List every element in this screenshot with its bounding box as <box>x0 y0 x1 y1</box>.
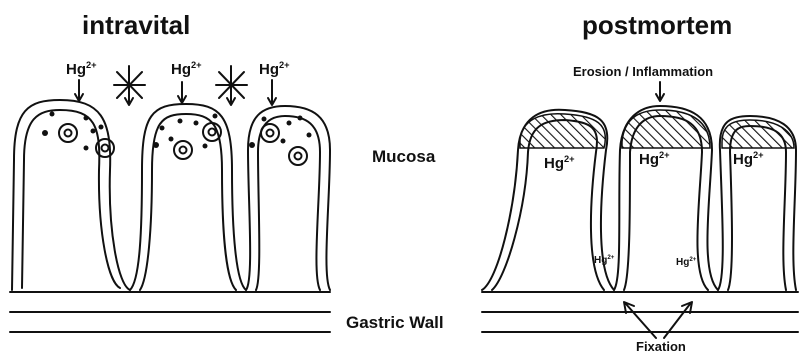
cell-nucleus <box>174 141 192 159</box>
cell-nucleus <box>59 124 77 142</box>
hg-ion-label: Hg2+ <box>733 152 764 167</box>
hg-ion-label: Hg2+ <box>259 62 290 77</box>
title-postmortem: postmortem <box>582 12 732 38</box>
hg-ion-label: Hg2+ <box>544 156 575 171</box>
hg-ion-label: Hg2+ <box>66 62 97 77</box>
hg-ion-label: Hg2+ <box>639 152 670 167</box>
villus-outline-2-inner <box>140 114 236 290</box>
label-erosion-inflammation: Erosion / Inflammation <box>573 65 713 78</box>
label-fixation: Fixation <box>636 340 686 353</box>
cell-nucleus <box>261 124 279 142</box>
label-mucosa: Mucosa <box>372 148 435 165</box>
hg-ion-label: Hg2+ <box>594 256 614 266</box>
title-intravital: intravital <box>82 12 190 38</box>
hg-ion-label: Hg2+ <box>171 62 202 77</box>
cell-nucleus <box>289 147 307 165</box>
villus-outline-1-outer <box>12 100 130 290</box>
villus-outline-3-inner <box>256 116 320 290</box>
villus-outline-1-inner <box>22 110 120 288</box>
hg-ion-label: Hg2+ <box>676 258 696 268</box>
label-gastric-wall: Gastric Wall <box>346 314 444 331</box>
